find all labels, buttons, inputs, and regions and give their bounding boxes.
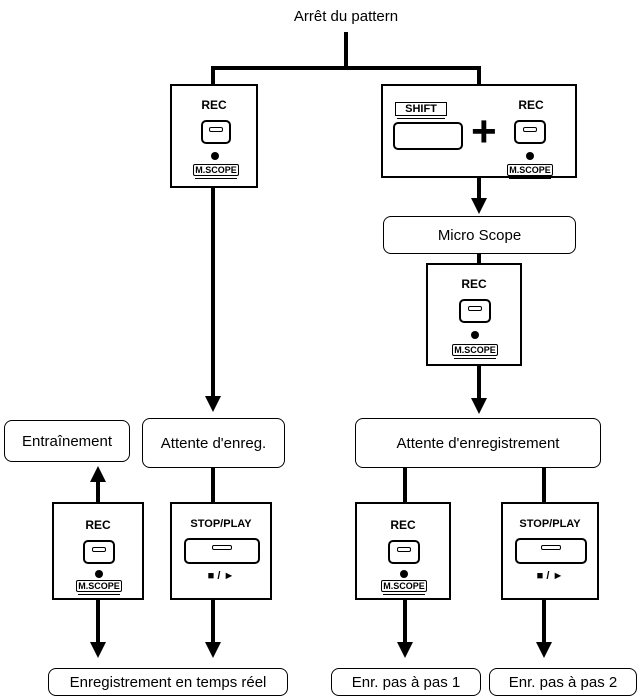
- stopplay-panel-right: STOP/PLAY ■ / ►: [501, 502, 599, 600]
- node-micro-scope: Micro Scope: [383, 216, 576, 254]
- shift-rec-panel: SHIFT + REC M.SCOPE: [381, 84, 577, 179]
- rec-button[interactable]: [201, 120, 231, 144]
- rec-led: [95, 570, 103, 578]
- rec-button[interactable]: [514, 120, 546, 144]
- stop-play-symbol: ■ / ►: [536, 570, 564, 582]
- stopplay-label: STOP/PLAY: [519, 518, 581, 530]
- button-indicator: [92, 547, 106, 552]
- diagram-title: Arrêt du pattern: [293, 8, 399, 25]
- rec-led: [400, 570, 408, 578]
- shift-label: SHIFT: [395, 102, 447, 119]
- rec-panel-top-left: REC M.SCOPE: [170, 84, 258, 188]
- stop-play-symbol: ■ / ►: [207, 570, 235, 582]
- node-enregistrement-temps-reel: Enregistrement en temps réel: [48, 668, 288, 696]
- rec-led: [211, 152, 219, 160]
- rec-panel-bottom-right: REC M.SCOPE: [355, 502, 451, 600]
- plus-sign: +: [471, 107, 497, 156]
- button-indicator: [523, 127, 537, 132]
- stopplay-panel-left: STOP/PLAY ■ / ►: [170, 502, 272, 600]
- rec-button[interactable]: [459, 299, 491, 323]
- mscope-label: M.SCOPE: [507, 164, 553, 179]
- rec-label: REC: [461, 277, 487, 291]
- button-indicator: [209, 127, 223, 132]
- button-indicator: [541, 545, 561, 550]
- button-indicator: [468, 306, 482, 311]
- stopplay-label: STOP/PLAY: [190, 518, 252, 530]
- mscope-label: M.SCOPE: [452, 344, 498, 359]
- rec-button[interactable]: [83, 540, 115, 564]
- rec-label: REC: [85, 518, 111, 532]
- shift-button[interactable]: [393, 122, 463, 150]
- node-attente-enreg: Attente d'enreg.: [142, 418, 285, 468]
- node-attente-enregistrement: Attente d'enregistrement: [355, 418, 601, 468]
- mscope-label: M.SCOPE: [76, 580, 122, 595]
- button-indicator: [212, 545, 232, 550]
- button-indicator: [397, 547, 411, 552]
- mscope-label: M.SCOPE: [381, 580, 427, 595]
- rec-led: [526, 152, 534, 160]
- node-pas-a-pas-2: Enr. pas à pas 2: [489, 668, 637, 696]
- stopplay-button[interactable]: [184, 538, 260, 564]
- rec-label: REC: [518, 98, 544, 112]
- rec-label: REC: [390, 518, 416, 532]
- rec-led: [471, 331, 479, 339]
- node-pas-a-pas-1: Enr. pas à pas 1: [331, 668, 481, 696]
- rec-panel-middle-right: REC M.SCOPE: [426, 263, 522, 366]
- rec-panel-bottom-left: REC M.SCOPE: [52, 502, 144, 600]
- rec-label: REC: [201, 98, 227, 112]
- mscope-label: M.SCOPE: [193, 164, 239, 179]
- stopplay-button[interactable]: [515, 538, 587, 564]
- rec-button[interactable]: [388, 540, 420, 564]
- node-entrainement: Entraînement: [4, 420, 130, 462]
